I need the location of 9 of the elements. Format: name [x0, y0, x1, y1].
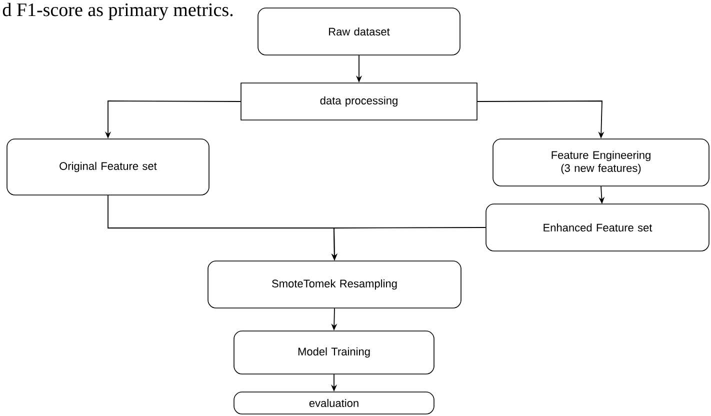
process-box: Raw dataset	[258, 8, 460, 56]
process-box: evaluation	[234, 392, 434, 414]
process-box: Feature Engineering (3 new features)	[492, 138, 710, 186]
process-box: Original Feature set	[6, 138, 210, 196]
processing-box: data processing	[240, 82, 478, 120]
caption-text: d F1-score as primary metrics.	[2, 2, 233, 20]
process-box: Model Training	[234, 330, 434, 374]
process-box: SmoteTomek Resampling	[208, 260, 462, 308]
process-box: Enhanced Feature set	[486, 204, 710, 252]
